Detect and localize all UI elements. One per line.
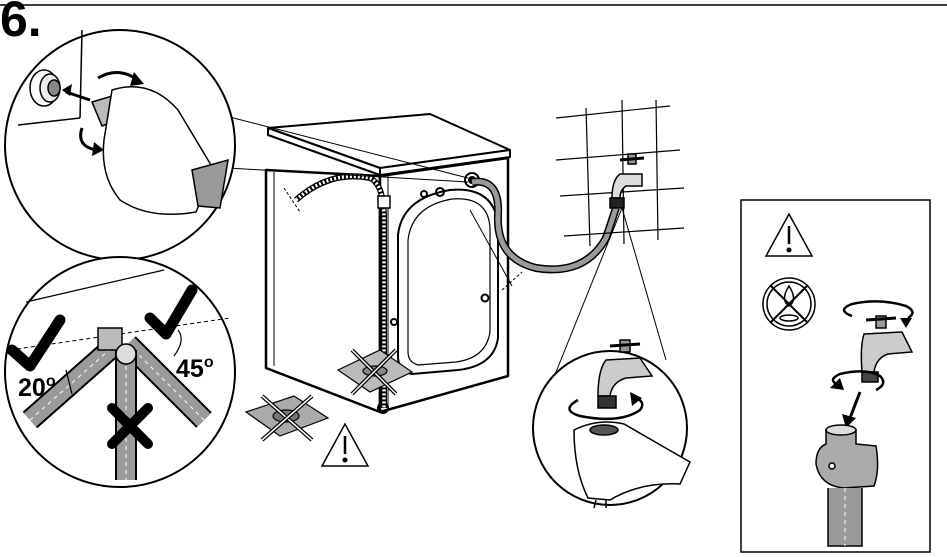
warning-panel (741, 200, 930, 552)
floor-drain-front (246, 396, 328, 440)
machine-back-hatch (398, 190, 498, 374)
wall-tap (610, 154, 644, 208)
tap-zoom-circle (533, 340, 690, 508)
warning-triangle-icon (322, 424, 368, 466)
wall-tiles (556, 100, 684, 246)
